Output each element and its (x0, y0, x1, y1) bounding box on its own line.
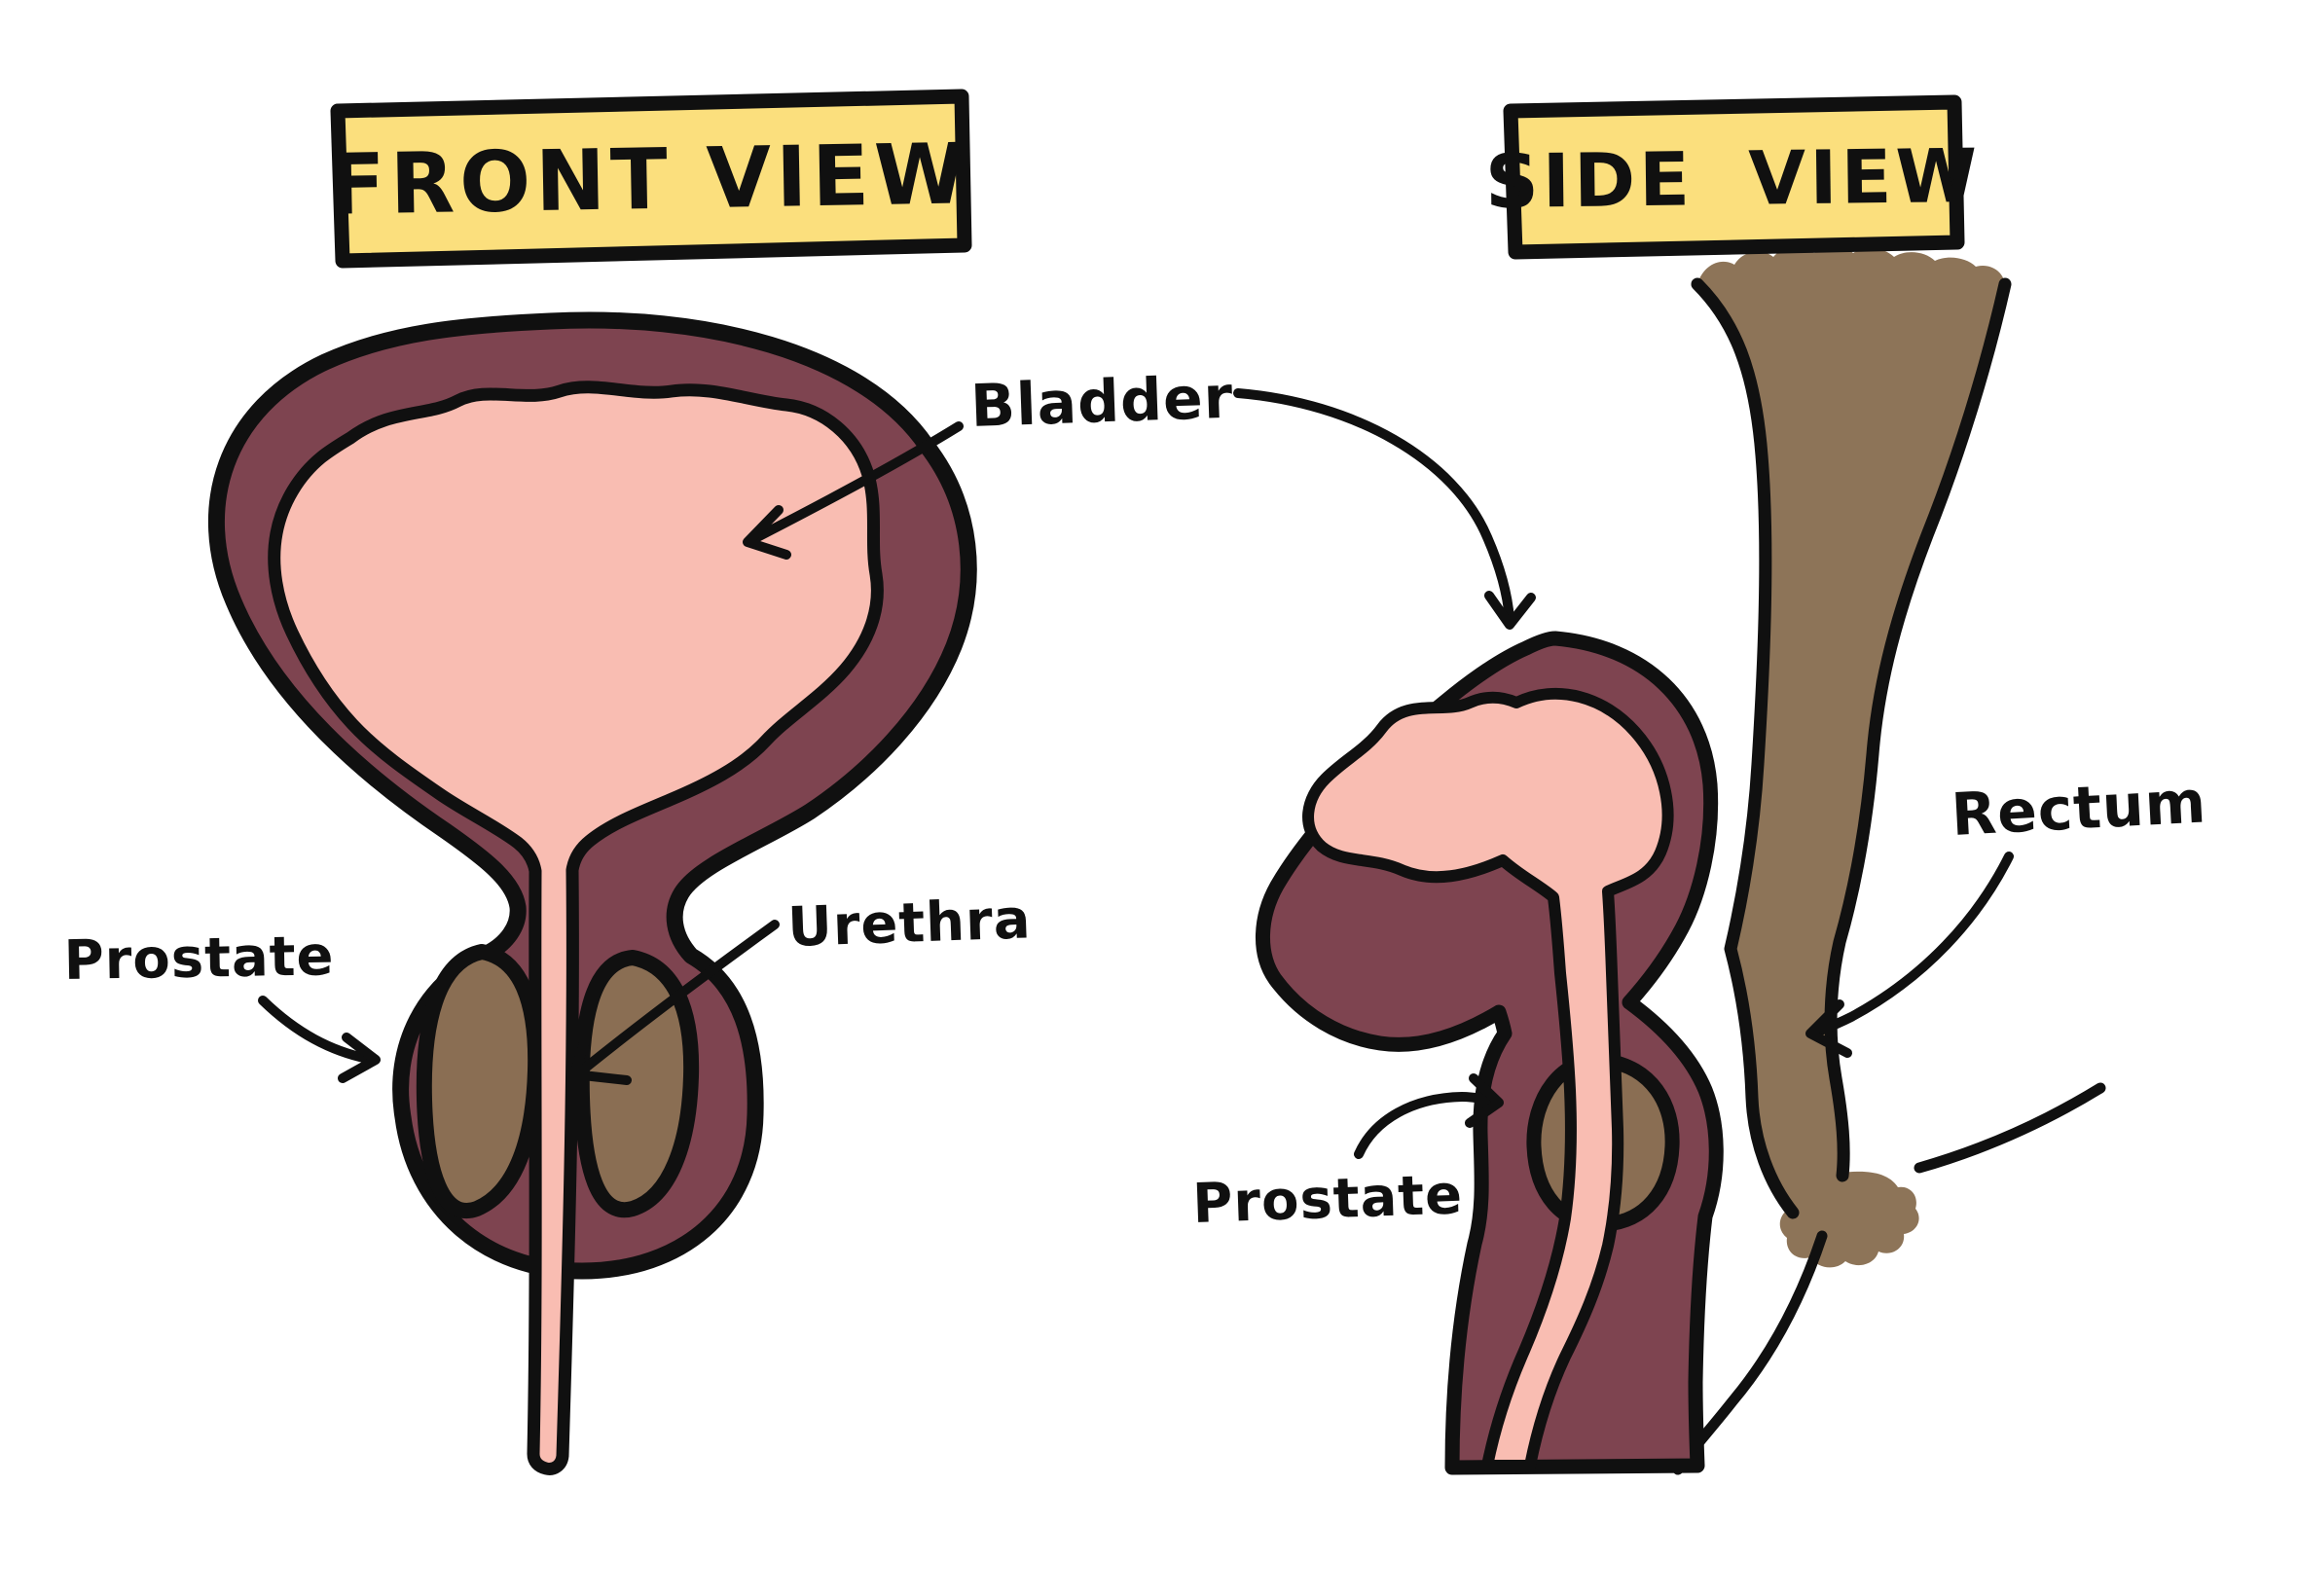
rectum-right-edge (1824, 277, 2012, 1182)
side-prostate-arrow (1354, 1092, 1498, 1159)
urethra-arrow-head (569, 1033, 632, 1085)
rectum-arrow (1813, 852, 2014, 1036)
front-prostate-left-lobe (416, 944, 544, 1218)
body-contour-upper (1914, 1082, 2106, 1174)
rectum-arrow-head (1805, 999, 1852, 1058)
front-prostate-right-lobe (573, 950, 700, 1218)
side-view-title: SIDE VIEW (1484, 132, 1981, 225)
bladder-arrow-front-head (743, 505, 791, 560)
front-view-title-box (330, 89, 972, 269)
front-bladder-label: Bladder (969, 364, 1234, 441)
front-bladder-interior-shape (268, 381, 884, 1475)
rectum-left-edge (1691, 277, 1800, 1219)
rectum-label: Rectum (1950, 768, 2208, 850)
side-view: SIDE VIEW Prostate Rectum (1191, 94, 2208, 1475)
rectum-shape (1697, 245, 2005, 1268)
bladder-arrow-side-head (1484, 591, 1536, 630)
urethra-label: Urethra (786, 888, 1032, 960)
front-view: FRONT VIEW Bladder Prostate Urethra (63, 89, 1536, 1475)
front-view-title: FRONT VIEW (327, 126, 971, 235)
front-prostate-arrow (258, 996, 373, 1064)
urethra-arrow (577, 920, 780, 1075)
front-prostate-arrow-head (338, 1033, 381, 1083)
side-prostate-arrow-head (1465, 1073, 1504, 1128)
side-bladder-interior-shape (1302, 687, 1674, 1471)
bladder-arrow-side (1233, 388, 1514, 624)
front-prostate-label: Prostate (63, 925, 335, 993)
side-prostate-label: Prostate (1191, 1163, 1464, 1236)
bladder-arrow-front (752, 421, 964, 542)
side-view-title-box (1503, 94, 1965, 260)
